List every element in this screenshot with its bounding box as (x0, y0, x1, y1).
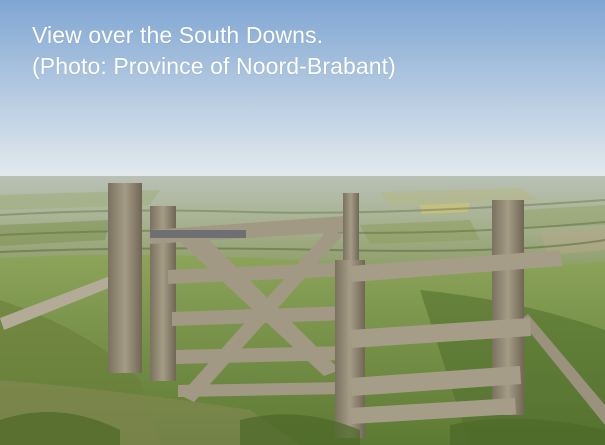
gate (150, 216, 350, 402)
gate-post-left (108, 183, 142, 373)
fence-rail-right (520, 314, 605, 425)
grass-tufts (0, 412, 605, 445)
sky (0, 0, 605, 182)
caption-line-2: (Photo: Province of Noord-Brabant) (32, 53, 396, 79)
fence-rail-left (0, 276, 114, 330)
right-fence-rails (350, 250, 562, 424)
caption-line-1: View over the South Downs. (32, 22, 324, 48)
corner-tab (567, 0, 605, 18)
photo-caption: View over the South Downs. (Photo: Provi… (32, 20, 396, 82)
gate-hinge-strap (150, 230, 246, 238)
